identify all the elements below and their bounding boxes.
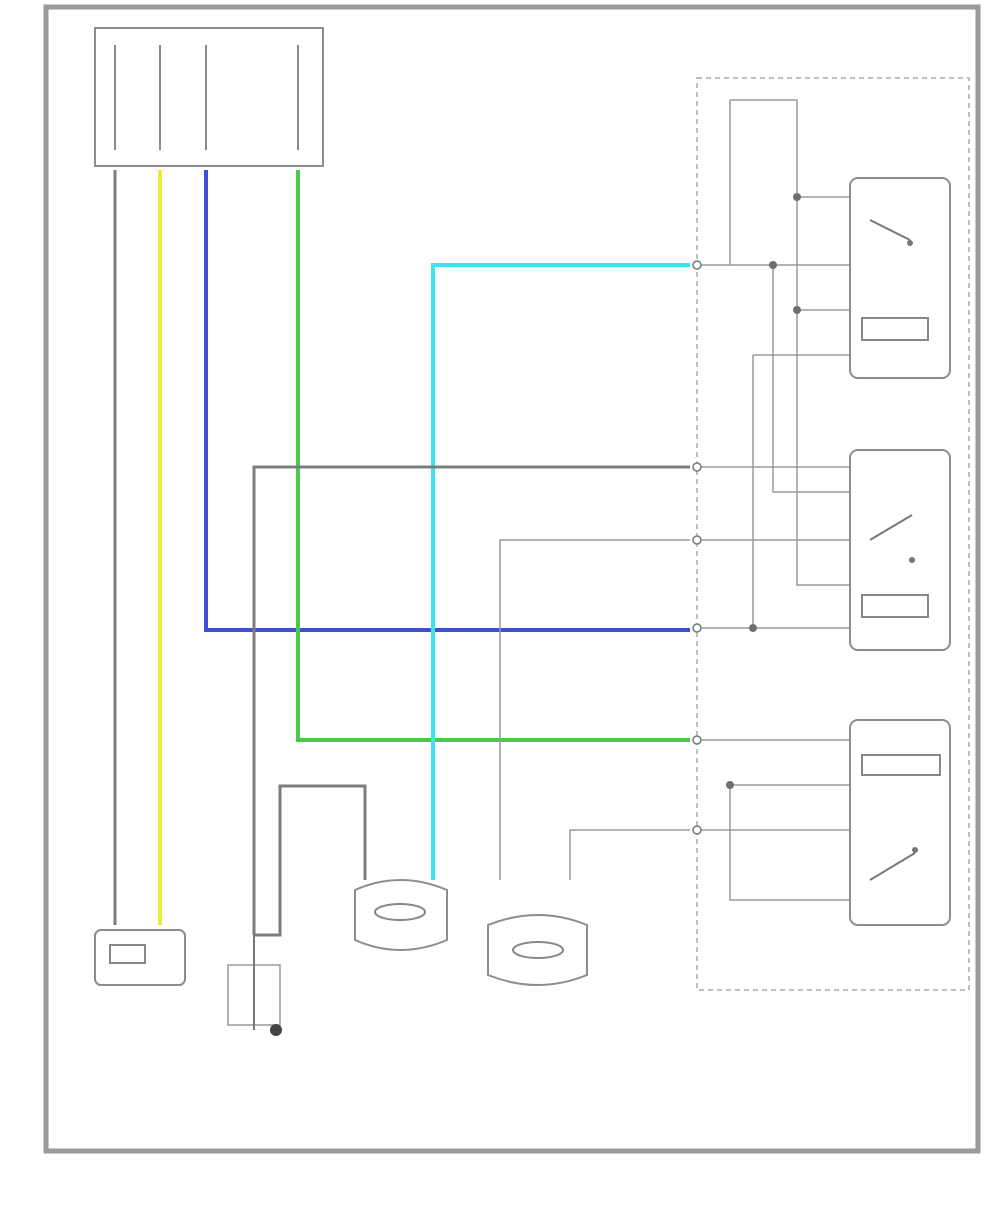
jb-wire-f: [772, 265, 850, 493]
cyan-wire: [431, 263, 690, 880]
relay-coil-icon: [861, 754, 941, 776]
thin-wire-low: [569, 829, 690, 880]
jb-wire-m: [729, 785, 850, 901]
gray-wire-horn-left: [254, 784, 367, 937]
ground-point: [227, 935, 282, 1036]
horn-left: [354, 879, 448, 951]
connector-box: [94, 27, 324, 167]
relay-switch-icon: [869, 847, 918, 881]
junction-node: [726, 781, 734, 789]
sensor-element-icon: [109, 944, 146, 964]
relay-3: [849, 719, 951, 926]
relay-switch-icon: [869, 219, 913, 246]
junction-node: [793, 193, 801, 201]
terminal: [692, 735, 702, 745]
left-sensor-housing: [94, 929, 186, 986]
relay-1: [849, 177, 951, 379]
green-wire: [296, 170, 690, 742]
relay-coil-icon: [861, 594, 929, 618]
horn-icon: [512, 941, 564, 959]
terminal: [692, 623, 702, 633]
junction-block-outline: [696, 77, 970, 991]
relay-2-housing: [849, 449, 951, 651]
jb-terminals: [692, 260, 702, 835]
junction-node: [793, 306, 801, 314]
top-connector-module: [94, 27, 324, 167]
junction-block: [696, 77, 970, 991]
terminal: [692, 825, 702, 835]
left-sensor: [94, 929, 186, 986]
relay-3-housing: [849, 719, 951, 926]
jb-internal-wiring: [700, 99, 850, 901]
blue-wire: [204, 170, 690, 632]
horn-icon: [374, 903, 426, 921]
ground-icon: [270, 1024, 282, 1036]
jb-wire-b: [730, 99, 850, 586]
relay-2: [849, 449, 951, 651]
relay-1-housing: [849, 177, 951, 379]
horn-left-body: [354, 879, 448, 951]
terminal: [692, 260, 702, 270]
relay-switch-icon: [869, 514, 915, 563]
thin-wire-mid: [499, 539, 690, 880]
relay-coil-icon: [861, 317, 929, 341]
terminal: [692, 535, 702, 545]
horn-right-body: [487, 914, 588, 986]
junction-node: [749, 624, 757, 632]
diagram-frame: [43, 4, 981, 1154]
horn-right: [487, 914, 588, 986]
junction-node: [769, 261, 777, 269]
terminal: [692, 462, 702, 472]
gray-wire-top-loop: [252, 465, 690, 935]
